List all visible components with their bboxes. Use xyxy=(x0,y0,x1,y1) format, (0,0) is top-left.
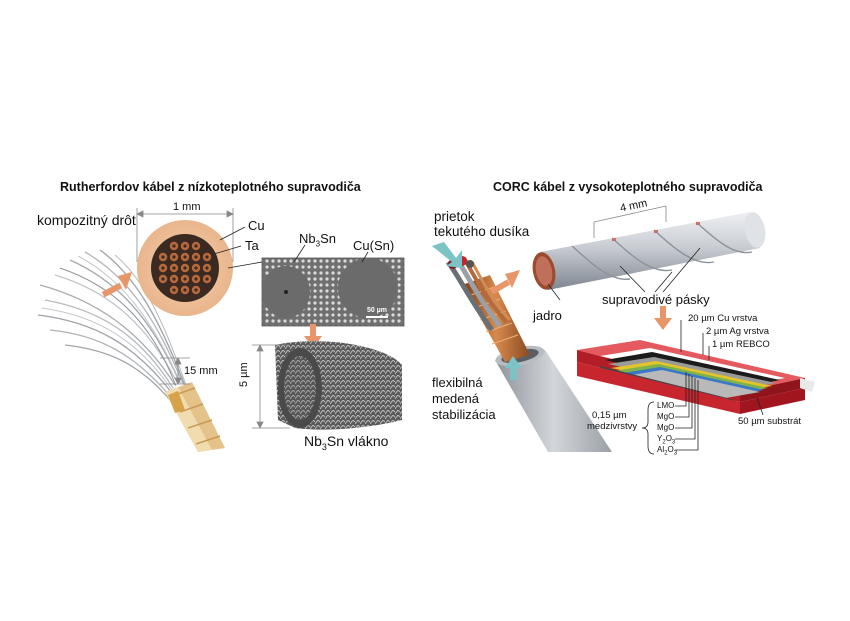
interlayer-label-line2: medzivrstvy xyxy=(587,421,638,432)
filament-core xyxy=(172,255,176,259)
al2o3-b: O xyxy=(667,445,674,454)
flow-label-line2: tekutého dusíka xyxy=(434,224,530,239)
filament-core xyxy=(172,266,176,270)
filament-core xyxy=(183,277,187,281)
nb3sn-label-a: Nb xyxy=(299,231,316,246)
fiber-label-a: Nb xyxy=(304,433,322,449)
filament-core xyxy=(183,266,187,270)
y2o3-s2: 3 xyxy=(671,439,676,446)
y2o3-a: Y xyxy=(657,434,663,443)
dimension-1mm xyxy=(136,208,234,262)
al2o3-s2: 3 xyxy=(673,450,678,457)
arrow-to-wire xyxy=(101,272,132,298)
rutherford-cable-body xyxy=(165,382,225,452)
filament-core xyxy=(161,255,165,259)
composite-wire-label: kompozitný drôt xyxy=(37,212,136,228)
nb3sn-fiber-label: Nb3Sn vlákno xyxy=(304,434,388,452)
sem-leaders xyxy=(227,244,369,269)
al2o3-a: Al xyxy=(657,445,665,454)
filament-core xyxy=(194,288,198,292)
core-label: jadro xyxy=(533,308,562,323)
rutherford-strands xyxy=(37,249,188,401)
dim-15mm-label: 15 mm xyxy=(184,365,218,377)
sem-micrograph xyxy=(261,257,405,327)
dimension-15mm xyxy=(160,357,190,385)
ag-layer-label: 2 µm Ag vrstva xyxy=(706,326,770,337)
filament-core xyxy=(183,288,187,292)
filament-core xyxy=(205,266,209,270)
al2o3-s1: 2 xyxy=(664,450,668,457)
al2o3-label: Al2O3 xyxy=(657,446,677,457)
right-panel-title: CORC kábel z vysokoteplotného supravodič… xyxy=(493,180,763,194)
dim-1mm-label: 1 mm xyxy=(173,201,201,213)
filament-core xyxy=(172,288,176,292)
rebco-tape-stack xyxy=(577,340,815,414)
filament-core xyxy=(172,244,176,248)
layer-leaders xyxy=(641,320,764,455)
filament-core xyxy=(161,266,165,270)
dimension-5um xyxy=(252,344,290,429)
filament-core xyxy=(205,277,209,281)
substrate-label: 50 µm substrát xyxy=(738,416,802,427)
nitrogen-flow-arrow xyxy=(432,242,462,268)
y2o3-b: O xyxy=(665,434,672,443)
left-panel-title: Rutherfordov kábel z nízkoteplotného sup… xyxy=(60,180,361,194)
filament-core xyxy=(194,277,198,281)
nb3sn-label: Nb3Sn xyxy=(299,232,336,249)
tapes-leaders xyxy=(547,247,701,301)
stab-label-line1: flexibilná xyxy=(432,375,483,390)
dim-5um-label: 5 µm xyxy=(238,362,250,387)
cu-label: Cu xyxy=(248,218,265,233)
y2o3-s1: 2 xyxy=(662,439,666,446)
mgo1-label: MgO xyxy=(657,412,675,421)
arrow-to-tape xyxy=(654,306,672,330)
ta-label: Ta xyxy=(245,238,259,253)
corc-cable xyxy=(532,212,766,290)
fiber-label-sub: 3 xyxy=(321,441,327,452)
composite-wire-cross-section xyxy=(137,220,233,316)
filament-core xyxy=(172,277,176,281)
fiber-label-b: Sn vlákno xyxy=(326,433,389,449)
filament-core xyxy=(205,255,209,259)
flow-label-line1: prietok xyxy=(434,209,475,224)
filament-core xyxy=(194,266,198,270)
nitrogen-return-arrow xyxy=(505,356,522,380)
nb3sn-label-sub: 3 xyxy=(315,239,321,249)
interlayer-label-line1: 0,15 µm xyxy=(592,410,627,421)
filament-core xyxy=(161,277,165,281)
tapes-label: supravodivé pásky xyxy=(602,292,710,307)
nb3sn-label-b: Sn xyxy=(320,231,336,246)
cusn-label: Cu(Sn) xyxy=(353,238,395,253)
filament-core xyxy=(183,244,187,248)
rebco-layer-label: 1 µm REBCO xyxy=(712,339,770,350)
sem-scale-label: 50 µm xyxy=(367,307,387,314)
cu-layer-label: 20 µm Cu vrstva xyxy=(688,313,758,324)
nb3sn-fiber-bundle xyxy=(275,341,402,430)
filament-grid xyxy=(158,241,212,295)
filament-core xyxy=(194,244,198,248)
arrow-to-corc xyxy=(489,270,520,295)
wire-leaders xyxy=(213,226,246,255)
mgo2-label: MgO xyxy=(657,423,675,432)
lmo-label: LMO xyxy=(657,401,675,410)
stab-label-line2: medená xyxy=(432,391,479,406)
stab-label-line3: stabilizácia xyxy=(432,407,496,422)
dimension-4mm xyxy=(593,205,667,238)
y2o3-label: Y2O3 xyxy=(657,435,675,446)
filament-core xyxy=(183,255,187,259)
filament-core xyxy=(194,255,198,259)
